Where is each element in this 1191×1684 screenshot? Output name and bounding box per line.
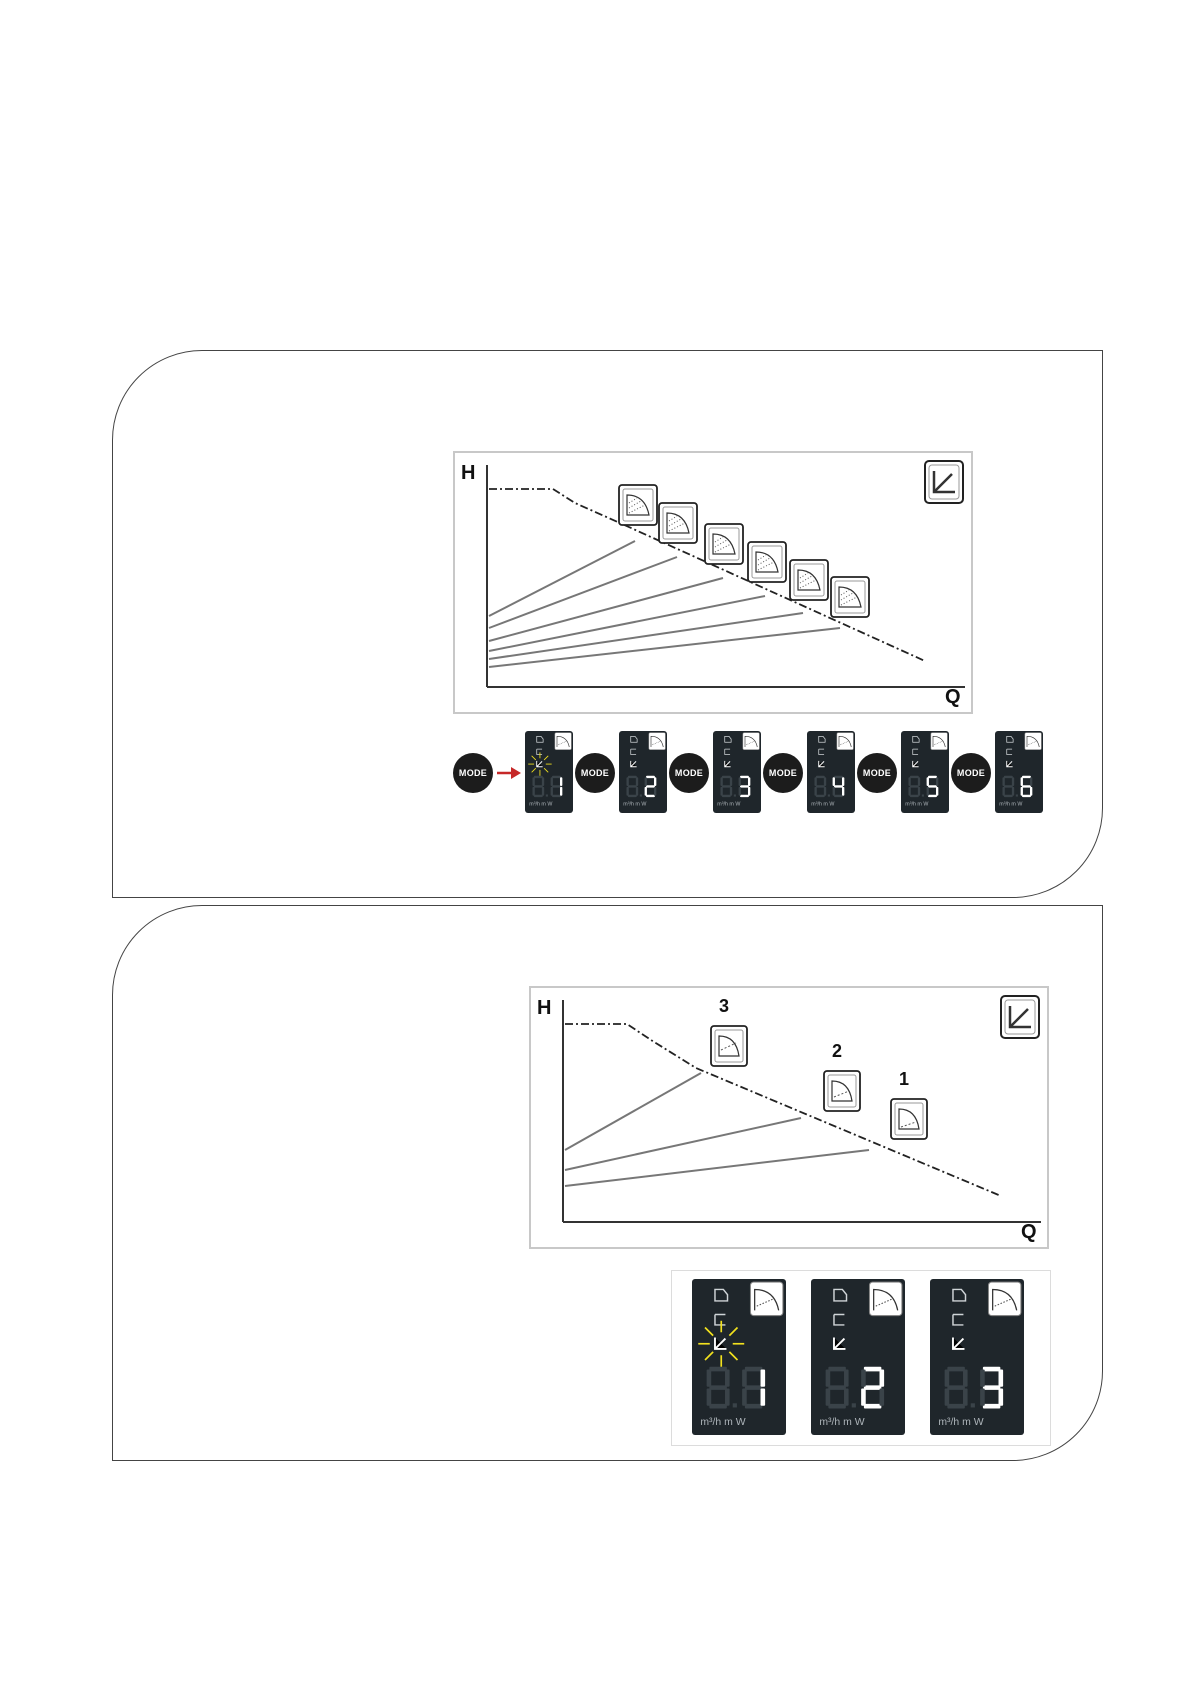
curve-icon: [705, 524, 743, 564]
top-display-5: 5m³/h m W: [901, 731, 949, 813]
pump-curve-chart: H Q: [453, 451, 973, 714]
curve-setting-icon: [988, 1282, 1020, 1315]
curve-setting-icon: [555, 733, 572, 750]
top-display-4: 4m³/h m W: [807, 731, 855, 813]
curve-icon: [748, 542, 786, 582]
max-curve: [565, 1024, 1001, 1196]
units-label: m³/h m W: [905, 802, 929, 808]
units-label: m³/h m W: [700, 1417, 745, 1428]
curve-icon: [619, 485, 657, 525]
curve-icon-1: [891, 1099, 927, 1139]
curve-label-3: 3: [719, 996, 729, 1016]
pp-line-4: [489, 578, 723, 641]
units-label: m³/h m W: [938, 1417, 983, 1428]
mode-button[interactable]: MODE: [575, 753, 615, 793]
curve-setting-icon: [750, 1282, 782, 1315]
x-axis-label: Q: [1021, 1221, 1037, 1243]
x-axis-label: Q: [945, 686, 961, 708]
curve-icon: [790, 560, 828, 600]
curve-setting-icon: [1025, 733, 1042, 750]
curve-icon: [831, 577, 869, 617]
curve-setting-icon: [649, 733, 666, 750]
curve-setting-icon: [869, 1282, 901, 1315]
pump-curve-chart: H Q 3 2 1: [529, 986, 1049, 1249]
mode-button[interactable]: MODE: [453, 753, 493, 793]
top-display-3: 3m³/h m W: [713, 731, 761, 813]
proportional-pressure-icon: [1001, 996, 1039, 1038]
mode-button[interactable]: MODE: [951, 753, 991, 793]
curve-icon-2: [824, 1071, 860, 1111]
top-display-6: 6m³/h m W: [995, 731, 1043, 813]
pp-line-6: [489, 541, 635, 616]
curve-setting-icon: [743, 733, 760, 750]
curve-label-1: 1: [899, 1069, 909, 1089]
mode-button[interactable]: MODE: [763, 753, 803, 793]
y-axis-label: H: [461, 462, 475, 484]
curve-icons: [619, 485, 869, 617]
curve-line-3: [565, 1073, 701, 1150]
max-curve: [489, 489, 925, 661]
units-label: m³/h m W: [529, 802, 553, 808]
units-label: m³/h m W: [717, 802, 741, 808]
bottom-display-3: 3m³/h m W: [930, 1279, 1024, 1435]
top-display-2: 2m³/h m W: [619, 731, 667, 813]
curve-setting-icon: [931, 733, 948, 750]
units-label: m³/h m W: [819, 1417, 864, 1428]
units-label: m³/h m W: [999, 802, 1023, 808]
mode-button[interactable]: MODE: [857, 753, 897, 793]
bottom-display-2: 2m³/h m W: [811, 1279, 905, 1435]
units-label: m³/h m W: [811, 802, 835, 808]
curve-label-2: 2: [832, 1041, 842, 1061]
mode-button[interactable]: MODE: [669, 753, 709, 793]
y-axis-label: H: [537, 997, 551, 1019]
curve-setting-icon: [837, 733, 854, 750]
bottom-display-1: 1m³/h m W: [692, 1279, 786, 1435]
curve-icon-3: [711, 1026, 747, 1066]
proportional-pressure-icon: [925, 461, 963, 503]
units-label: m³/h m W: [623, 802, 647, 808]
curve-line-1: [565, 1150, 869, 1186]
red-arrow-icon: [497, 765, 523, 781]
top-display-1: 1m³/h m W: [525, 731, 573, 813]
proportional-pressure-panel: H Q: [112, 350, 1103, 898]
proportional-pressure-lines: [489, 541, 840, 667]
curve-icon: [659, 503, 697, 543]
